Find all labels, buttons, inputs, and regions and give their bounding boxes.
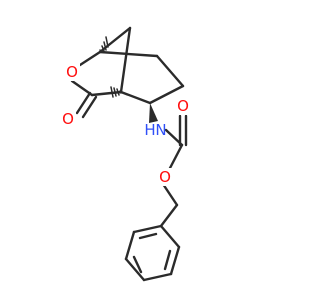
bond-carbamate-carbon-ester-oxygen [167,143,184,172]
bond-c1-bridge-carbon [98,26,132,54]
bond-ring-oxygen-c2 [70,79,94,97]
carbonyl-oxygen-label: O [62,110,74,128]
hashed-bond-c1-hydrogen [99,36,109,53]
carbamate-carbonyl-oxygen-atom: O [175,97,191,115]
ester-oxygen-atom: O [157,168,173,186]
bond-c2-c3 [90,90,123,97]
bond-bridge-carbon-c3 [119,26,132,94]
bond-c1-ring-oxygen [78,50,102,67]
amine-nitrogen-label: N [155,121,166,139]
bond-ch2-phenyl [159,203,179,228]
chemical-structure: O O H N O O [60,26,191,282]
ring-oxygen-atom: O [64,63,80,81]
bond-ester-oxygen-ch2 [161,182,179,207]
ring-oxygen-label: O [66,63,78,81]
bond-c1-ring-carbon [98,50,159,58]
carbamate-carbonyl-oxygen-label: O [177,97,189,115]
amine-hydrogen-label: H [144,121,155,139]
bond-c2-carbonyl-double-b [81,95,98,119]
wedge-bond-c4-nitrogen [149,103,158,123]
phenyl-ring [124,224,181,282]
bond-c2-carbonyl-double-a [75,91,92,115]
bond-ring-carbon-chain [155,54,185,88]
carbonyl-oxygen-atom: O [60,110,76,128]
ester-oxygen-label: O [159,168,171,186]
bond-chain-c4 [148,84,185,105]
hashed-bond-c3-hydrogen [110,86,122,98]
bond-c4-c3 [119,90,152,105]
amine-nitrogen-atom: H N [144,121,166,139]
